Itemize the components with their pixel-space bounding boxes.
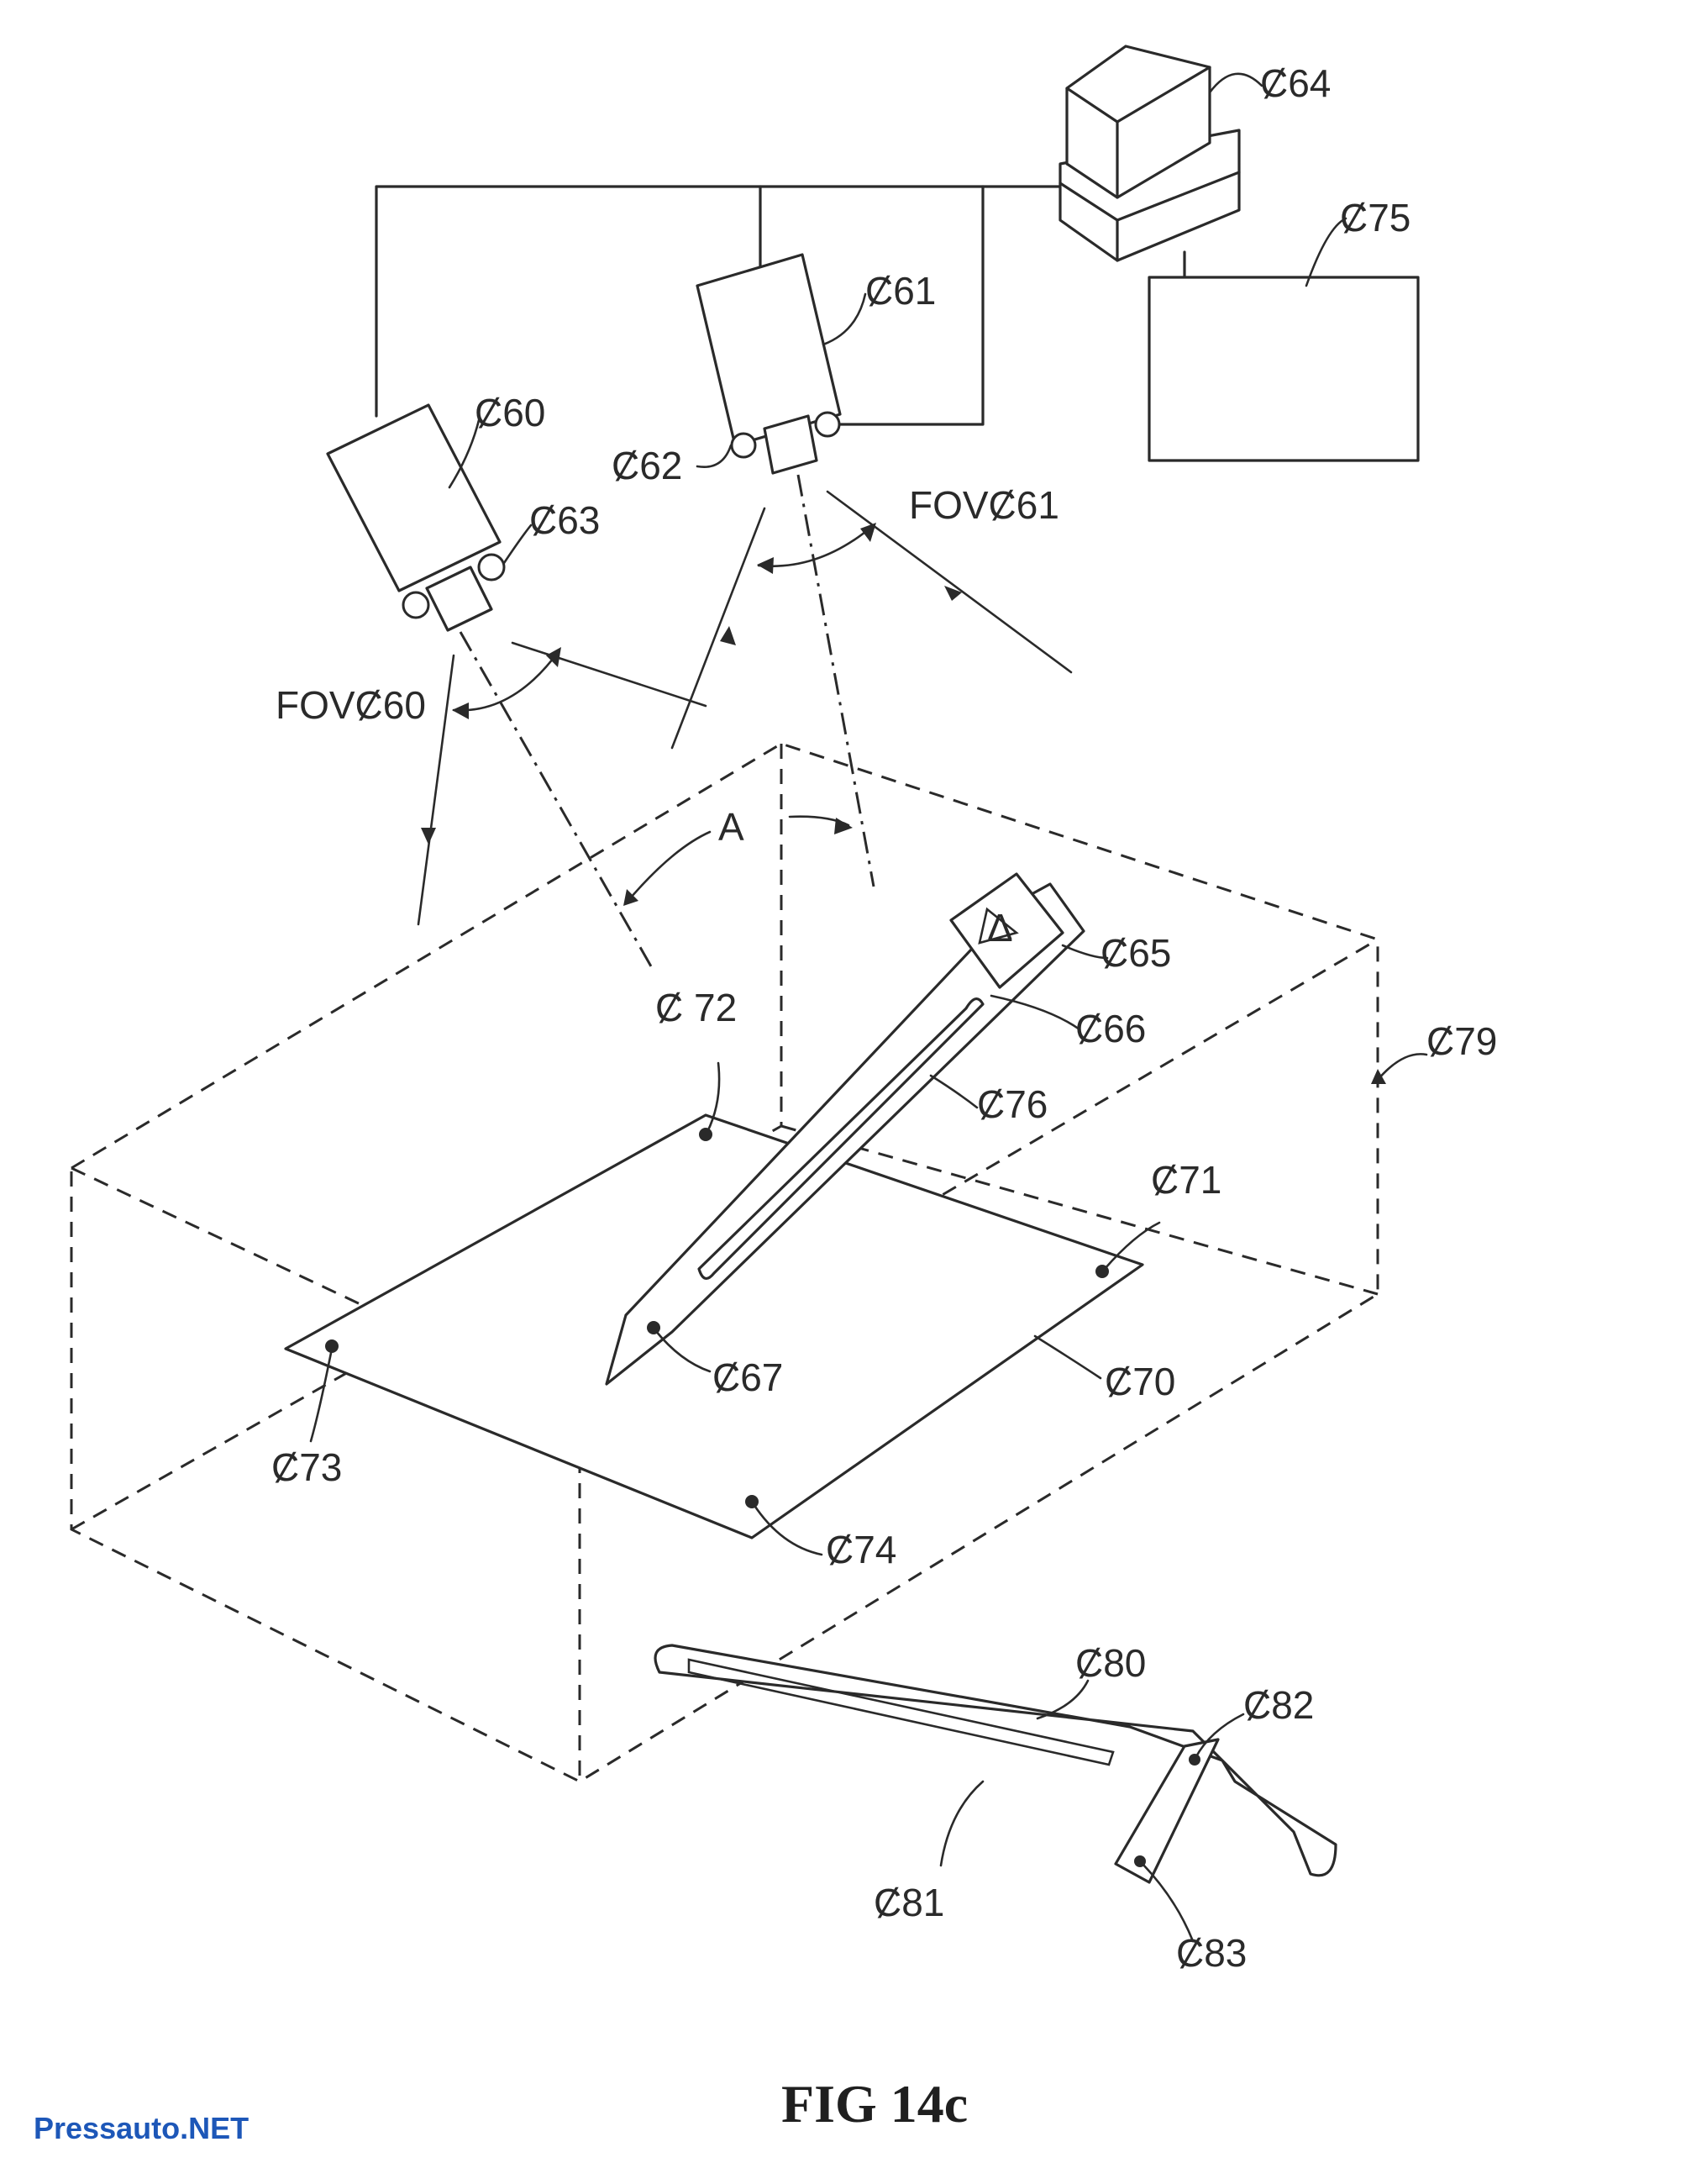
label-c72: Ȼ 72	[655, 986, 737, 1029]
probe-instrument: Δ	[605, 872, 1085, 1386]
field-of-view-lines	[417, 474, 1073, 967]
leader-lines	[309, 72, 1428, 1943]
label-c63: Ȼ63	[529, 498, 600, 542]
label-c70: Ȼ70	[1105, 1360, 1175, 1403]
label-c61: Ȼ61	[865, 269, 936, 313]
label-fov61: FOVȻ61	[909, 483, 1059, 527]
label-c67: Ȼ67	[712, 1355, 783, 1399]
label-c64: Ȼ64	[1260, 61, 1331, 105]
label-angle-a: A	[718, 805, 744, 849]
label-c76: Ȼ76	[977, 1082, 1048, 1126]
label-c73: Ȼ73	[271, 1445, 342, 1489]
second-instrument	[654, 1644, 1337, 1884]
camera-61	[696, 253, 842, 475]
connection-wires	[375, 185, 1186, 426]
label-c80: Ȼ80	[1075, 1641, 1146, 1685]
display-unit	[1148, 276, 1420, 462]
marker-plate	[284, 1113, 1144, 1539]
label-c83: Ȼ83	[1176, 1931, 1247, 1975]
label-c62: Ȼ62	[612, 444, 682, 487]
label-c82: Ȼ82	[1243, 1683, 1314, 1727]
label-c60: Ȼ60	[475, 391, 545, 434]
label-c66: Ȼ66	[1075, 1007, 1146, 1050]
label-c74: Ȼ74	[826, 1528, 896, 1571]
reference-labels: Ȼ64 Ȼ75 Ȼ61 Ȼ60 Ȼ62 Ȼ63 FOVȻ61 FOVȻ60 A …	[271, 61, 1497, 1975]
camera-60	[326, 403, 506, 632]
label-c81: Ȼ81	[874, 1881, 944, 1924]
label-c79: Ȼ79	[1426, 1019, 1497, 1063]
label-c71: Ȼ71	[1151, 1158, 1221, 1202]
label-c75: Ȼ75	[1340, 196, 1410, 239]
computer-unit	[1058, 45, 1241, 262]
figure-caption: FIG 14c	[781, 2074, 968, 2134]
marker-symbol: Δ	[987, 906, 1013, 950]
working-volume-box	[70, 742, 1379, 1783]
label-fov60: FOVȻ60	[276, 683, 426, 727]
watermark: Pressauto.NET	[34, 2111, 249, 2145]
label-c65: Ȼ65	[1101, 931, 1171, 975]
